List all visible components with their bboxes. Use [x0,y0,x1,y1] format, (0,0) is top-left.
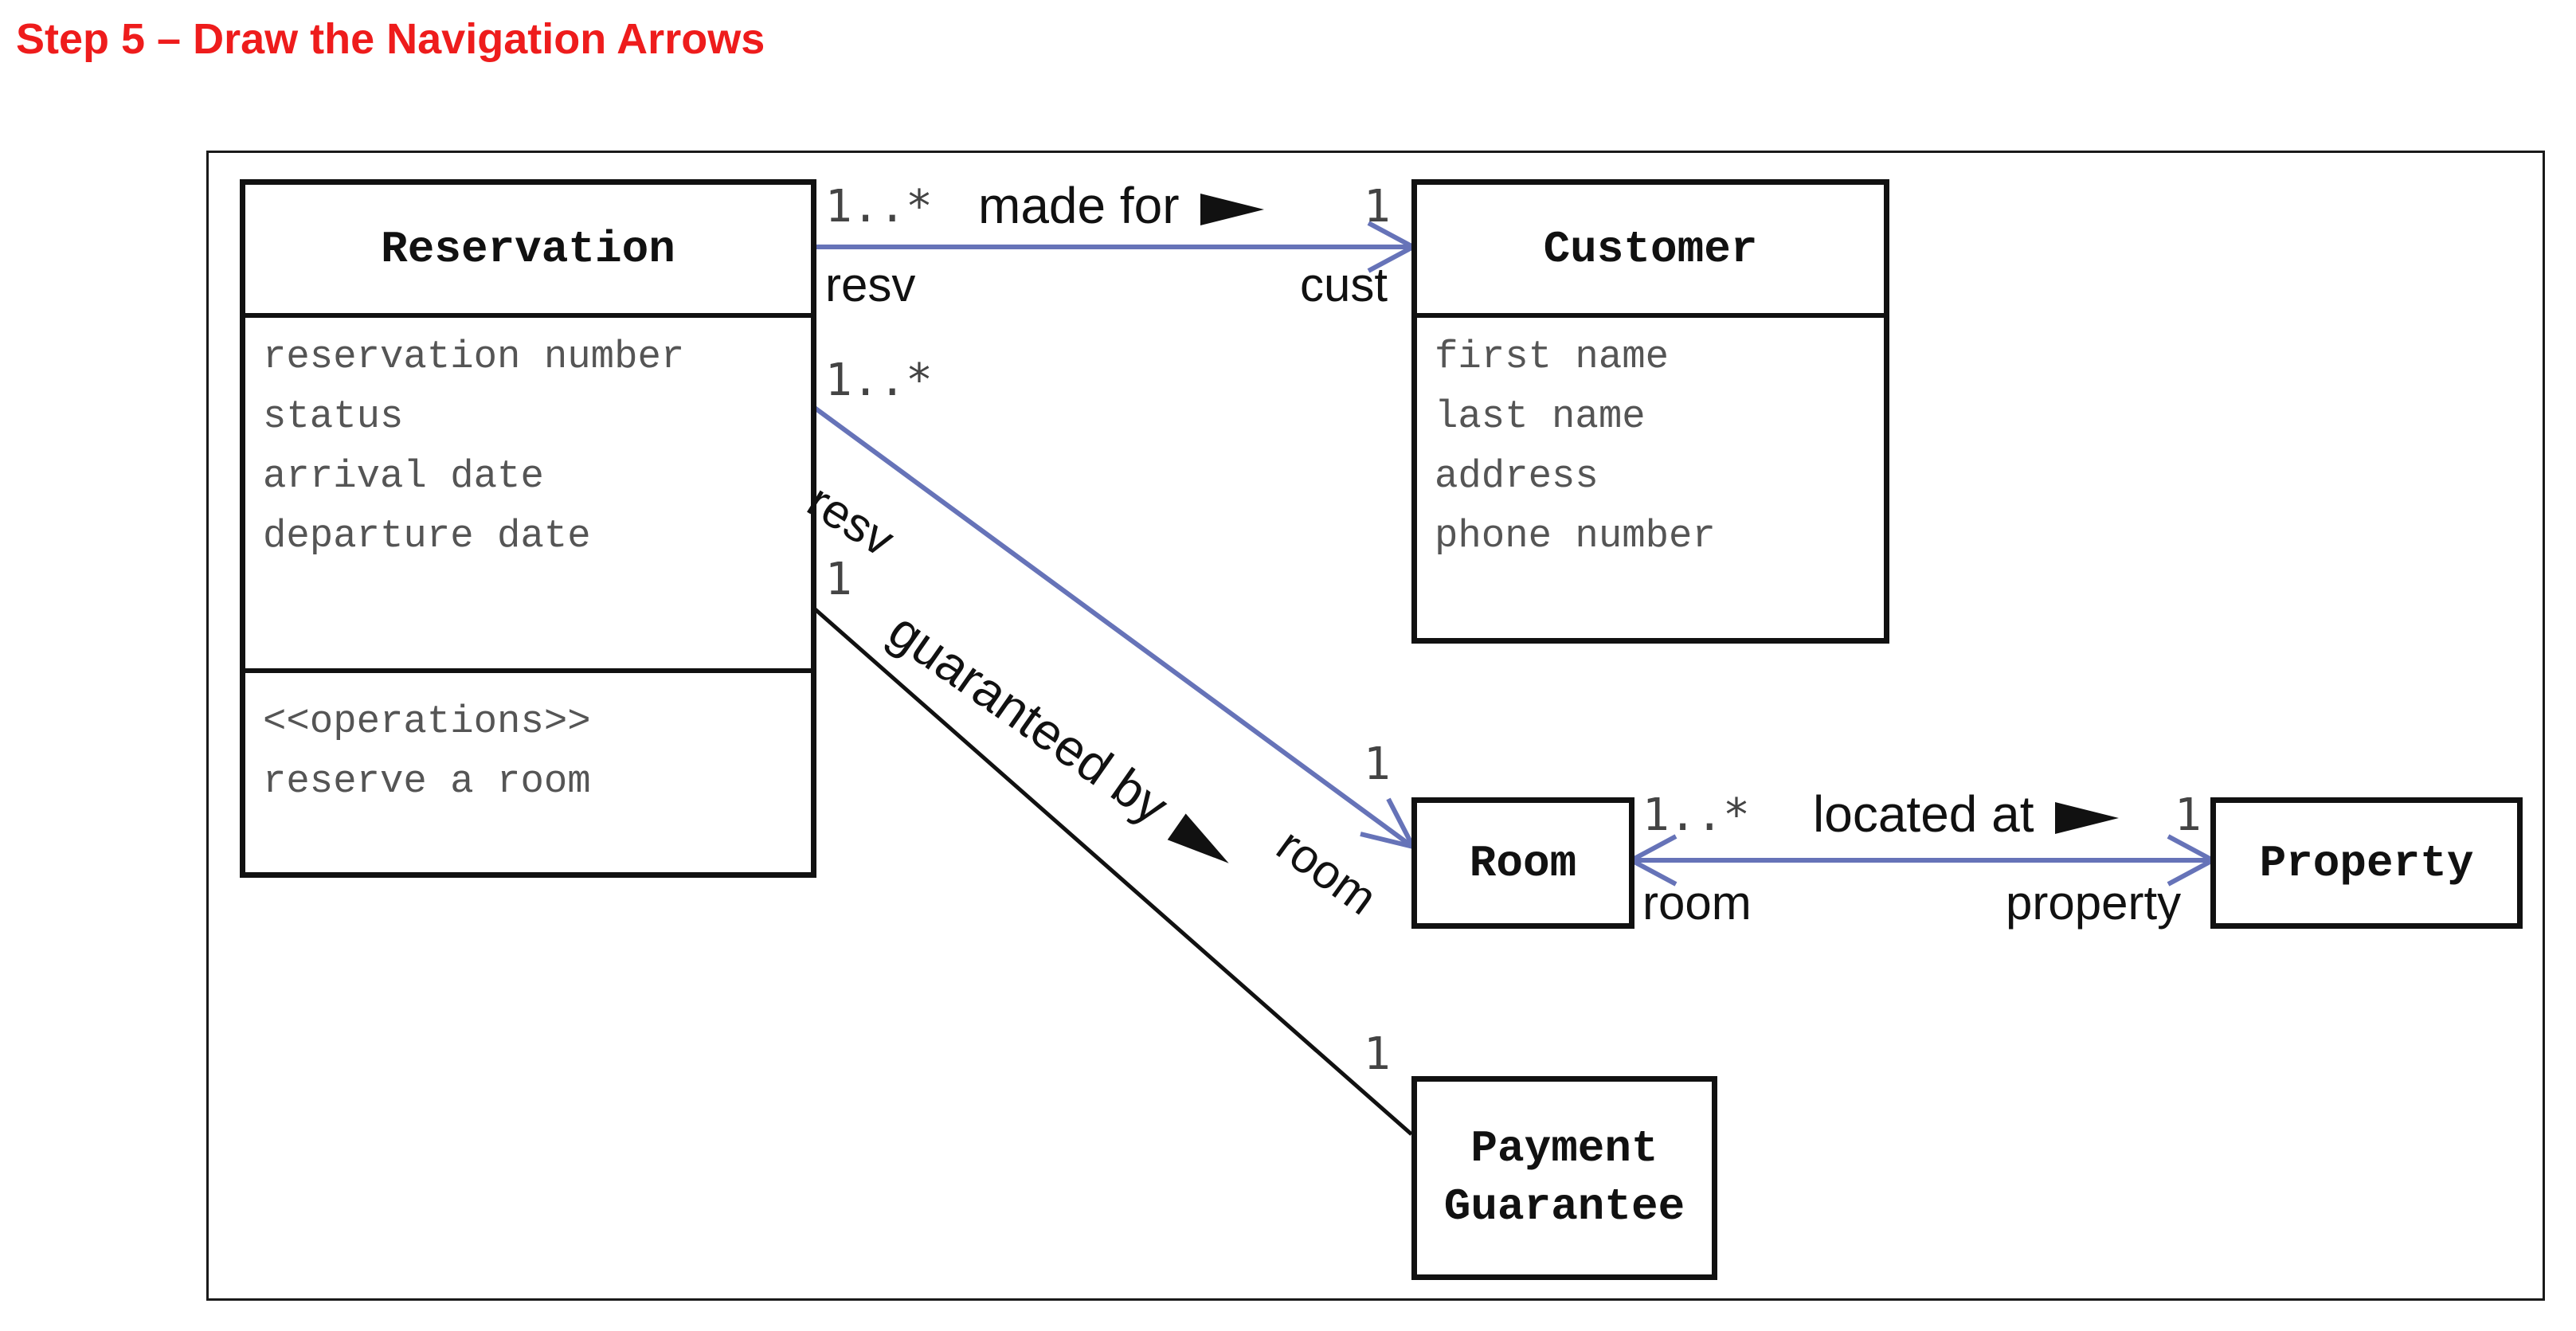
class-name-customer: Customer [1543,223,1758,275]
class-reservation: Reservation reservation number status ar… [240,179,816,878]
located-at-target-role: property [2006,876,2182,930]
located-at-source-multiplicity: 1..* [1642,789,1750,841]
made-for-target-role: cust [1300,258,1388,311]
located-at-source-role: room [1642,876,1752,930]
made-for-label: made for [978,180,1264,231]
reservation-operations: <<operations>> reserve a room [245,668,811,872]
guaranteed-by-target-multiplicity: 1 [1364,1028,1391,1080]
attribute: last name [1435,394,1646,439]
room-association-target-multiplicity: 1 [1364,738,1391,790]
attribute: departure date [263,514,591,558]
class-room: Room [1411,797,1634,929]
operation: reserve a room [263,759,591,804]
class-name-property: Property [2259,837,2474,889]
guaranteed-by-source-multiplicity: 1 [825,554,852,605]
class-name-reservation: Reservation [381,223,675,275]
attribute: phone number [1435,514,1716,558]
made-for-source-multiplicity: 1..* [825,181,933,233]
operation: <<operations>> [263,699,591,744]
made-for-source-role: resv [825,258,916,311]
class-name-line: Payment [1470,1123,1658,1175]
class-property: Property [2210,797,2523,929]
guaranteed-by-line [811,605,1413,1136]
room-association-source-multiplicity: 1..* [825,354,933,406]
guaranteed-by-label: guaranteed by [879,601,1246,881]
attribute: arrival date [263,454,544,499]
direction-triangle-icon [1167,813,1229,863]
attribute: status [263,394,404,439]
customer-attributes: first name last name address phone numbe… [1417,313,1884,638]
class-name-line: Guarantee [1443,1181,1685,1232]
reservation-attributes: reservation number status arrival date d… [245,313,811,668]
made-for-label-text: made for [978,177,1180,234]
class-name-payment-guarantee: Payment Guarantee [1417,1082,1712,1274]
class-payment-guarantee: Payment Guarantee [1411,1076,1717,1280]
page-title: Step 5 – Draw the Navigation Arrows [16,15,765,63]
class-name-room: Room [1469,837,1577,889]
located-at-label: located at [1813,789,2119,840]
attribute: first name [1435,335,1670,379]
made-for-target-multiplicity: 1 [1364,181,1391,233]
class-customer: Customer first name last name address ph… [1411,179,1889,644]
diagram-frame [206,151,2545,1301]
room-association-line [811,404,1413,848]
attribute: address [1435,454,1599,499]
direction-triangle-icon [2054,802,2119,835]
located-at-target-multiplicity: 1 [2175,789,2202,841]
attribute: reservation number [263,335,685,379]
located-at-label-text: located at [1813,785,2034,843]
direction-triangle-icon [1200,194,1264,226]
